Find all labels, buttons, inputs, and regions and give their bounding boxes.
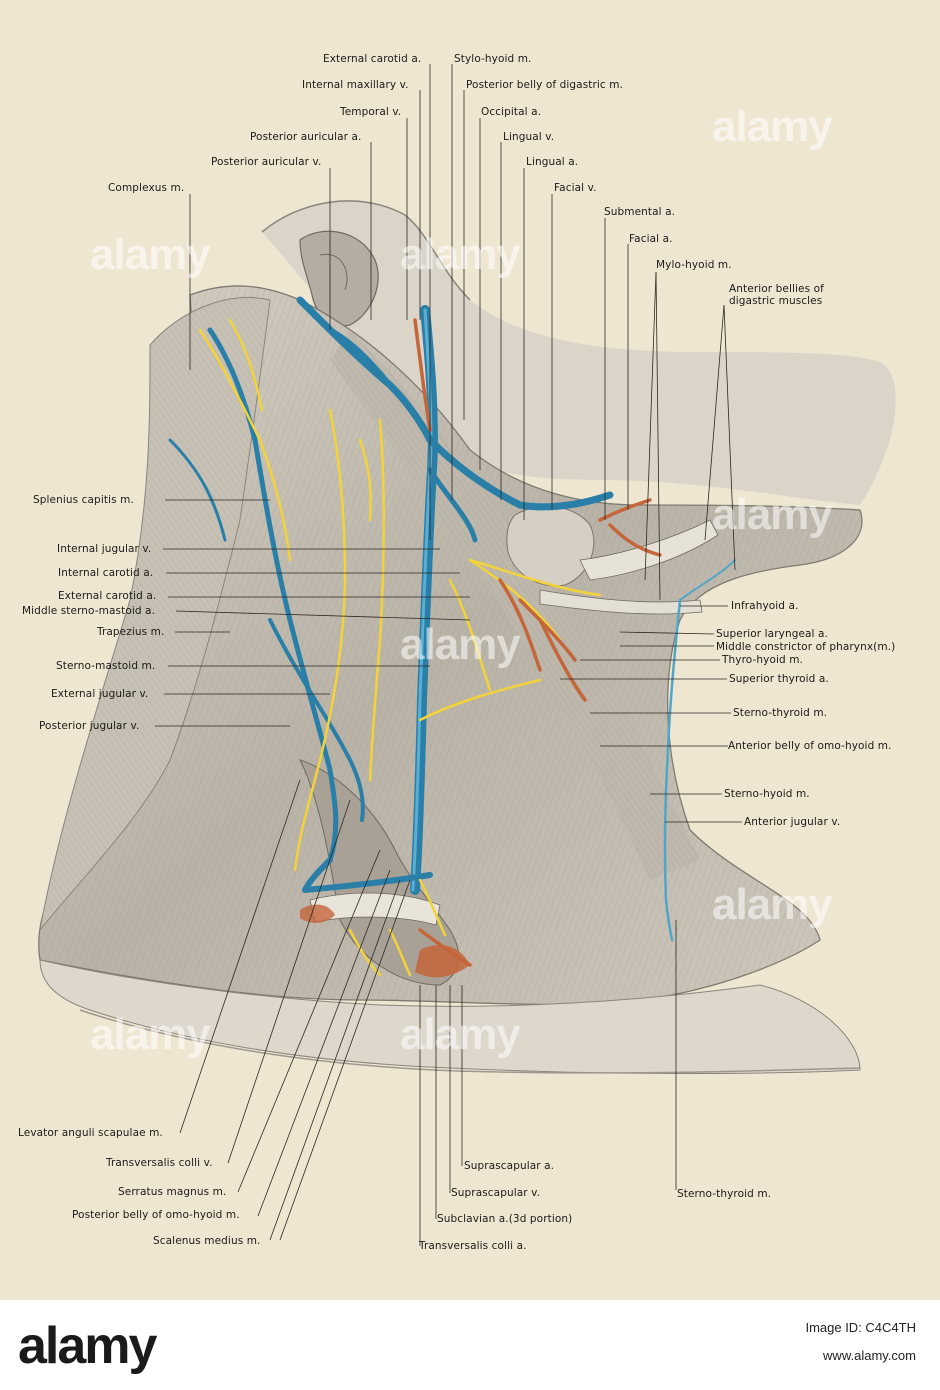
neck-anatomy-illustration bbox=[38, 64, 896, 1246]
label-anterior-bellies-2: digastric muscles bbox=[729, 295, 823, 307]
label-middle-sterno-mastoid-a: Middle sterno-mastoid a. bbox=[22, 605, 156, 617]
watermark: alamy bbox=[90, 230, 211, 279]
label-scalenus-medius-m: Scalenus medius m. bbox=[153, 1235, 261, 1247]
label-middle-constrictor: Middle constrictor of pharynx(m.) bbox=[716, 641, 896, 653]
label-suprascapular-a: Suprascapular a. bbox=[464, 1160, 555, 1172]
head-region bbox=[262, 200, 896, 505]
label-suprascapular-v: Suprascapular v. bbox=[451, 1187, 541, 1199]
label-sterno-thyroid-m-2: Sterno-thyroid m. bbox=[677, 1188, 772, 1200]
watermark: alamy bbox=[400, 1010, 521, 1059]
anatomical-plate: External carotid a. Stylo-hyoid m. Inter… bbox=[0, 0, 940, 1300]
label-sterno-mastoid-m: Sterno-mastoid m. bbox=[56, 660, 156, 672]
label-anterior-jugular-v: Anterior jugular v. bbox=[744, 816, 841, 828]
stock-footer: alamy Image ID: C4C4TH www.alamy.com bbox=[0, 1300, 940, 1390]
alamy-logo[interactable]: alamy bbox=[18, 1317, 157, 1375]
label-levator-anguli-scapulae: Levator anguli scapulae m. bbox=[18, 1127, 163, 1139]
label-sterno-hyoid-m: Sterno-hyoid m. bbox=[724, 788, 810, 800]
label-facial-a: Facial a. bbox=[629, 233, 673, 245]
watermark: alamy bbox=[712, 490, 833, 539]
label-occipital-a: Occipital a. bbox=[481, 106, 542, 118]
label-transversalis-colli-a: Transversalis colli a. bbox=[419, 1240, 527, 1252]
label-serratus-magnus-m: Serratus magnus m. bbox=[118, 1186, 227, 1198]
watermark: alamy bbox=[712, 102, 833, 151]
label-external-carotid-a: External carotid a. bbox=[323, 53, 422, 65]
label-posterior-auricular-a: Posterior auricular a. bbox=[250, 131, 362, 143]
image-id: Image ID: C4C4TH bbox=[805, 1320, 916, 1335]
label-sterno-thyroid-m: Sterno-thyroid m. bbox=[733, 707, 828, 719]
leader-lines bbox=[155, 64, 742, 1246]
label-facial-v: Facial v. bbox=[554, 182, 597, 194]
label-posterior-belly-omo-hyoid: Posterior belly of omo-hyoid m. bbox=[72, 1209, 240, 1221]
label-posterior-jugular-v: Posterior jugular v. bbox=[39, 720, 140, 732]
label-thyro-hyoid-m: Thyro-hyoid m. bbox=[722, 654, 803, 666]
watermark: alamy bbox=[712, 880, 833, 929]
label-internal-carotid-a: Internal carotid a. bbox=[58, 567, 154, 579]
ear bbox=[299, 230, 379, 327]
label-internal-maxillary-v: Internal maxillary v. bbox=[302, 79, 409, 91]
label-external-carotid-a-2: External carotid a. bbox=[58, 590, 157, 602]
label-subclavian-a: Subclavian a.(3d portion) bbox=[437, 1213, 573, 1225]
label-infrahyoid-a: Infrahyoid a. bbox=[731, 600, 799, 612]
label-mylo-hyoid-m: Mylo-hyoid m. bbox=[656, 259, 732, 271]
label-anterior-bellies-1: Anterior bellies of bbox=[729, 283, 824, 295]
label-complexus-m: Complexus m. bbox=[108, 182, 185, 194]
label-posterior-auricular-v: Posterior auricular v. bbox=[211, 156, 322, 168]
label-superior-laryngeal-a: Superior laryngeal a. bbox=[716, 628, 828, 640]
label-trapezius-m: Trapezius m. bbox=[97, 626, 165, 638]
label-lingual-v: Lingual v. bbox=[503, 131, 555, 143]
label-external-jugular-v: External jugular v. bbox=[51, 688, 149, 700]
watermark: alamy bbox=[400, 230, 521, 279]
label-temporal-v: Temporal v. bbox=[340, 106, 402, 118]
nerves bbox=[198, 318, 602, 977]
label-internal-jugular-v: Internal jugular v. bbox=[57, 543, 152, 555]
label-anterior-belly-omo-hyoid: Anterior belly of omo-hyoid m. bbox=[728, 740, 892, 752]
label-splenius-capitis-m: Splenius capitis m. bbox=[33, 494, 134, 506]
site-url[interactable]: www.alamy.com bbox=[823, 1348, 916, 1363]
label-lingual-a: Lingual a. bbox=[526, 156, 579, 168]
label-submental-a: Submental a. bbox=[604, 206, 676, 218]
label-stylo-hyoid-m: Stylo-hyoid m. bbox=[454, 53, 532, 65]
watermark: alamy bbox=[400, 620, 521, 669]
watermark: alamy bbox=[90, 1010, 211, 1059]
label-posterior-belly-digastric: Posterior belly of digastric m. bbox=[466, 79, 623, 91]
label-superior-thyroid-a: Superior thyroid a. bbox=[729, 673, 829, 685]
label-transversalis-colli-v: Transversalis colli v. bbox=[106, 1157, 213, 1169]
submandibular-gland bbox=[506, 505, 595, 587]
